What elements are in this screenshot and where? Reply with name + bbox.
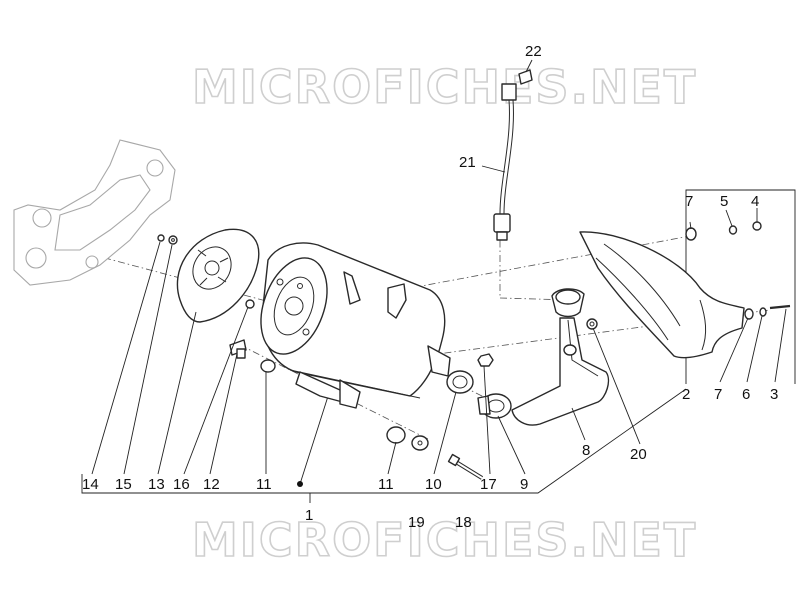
callout-15: 15 bbox=[115, 476, 132, 493]
rubber-ring-7-top bbox=[685, 227, 697, 241]
reference-dot bbox=[297, 481, 303, 487]
callout-16: 16 bbox=[173, 476, 190, 493]
callout-19: 19 bbox=[408, 514, 425, 531]
fastener-14-nut bbox=[157, 234, 165, 242]
nut-20 bbox=[586, 318, 598, 330]
fastener-16-nut bbox=[245, 299, 255, 309]
grommet-11-left bbox=[260, 359, 276, 373]
callout-2: 2 bbox=[682, 386, 690, 403]
screw-4 bbox=[752, 221, 762, 231]
callout-6: 6 bbox=[742, 386, 750, 403]
callout-14: 14 bbox=[82, 476, 99, 493]
nut-17 bbox=[477, 353, 494, 367]
oxygen-sensor-21 bbox=[493, 83, 517, 241]
callout-1: 1 bbox=[305, 507, 313, 524]
exhaust-pipe-8 bbox=[511, 288, 610, 426]
fastener-12-bolt bbox=[229, 339, 247, 359]
clamp-9 bbox=[477, 393, 512, 419]
callout-10: 10 bbox=[425, 476, 442, 493]
callout-7-top: 7 bbox=[685, 193, 693, 210]
washer-19 bbox=[411, 435, 429, 451]
inlet-gasket-10 bbox=[446, 370, 474, 394]
callout-4: 4 bbox=[751, 193, 759, 210]
callout-18: 18 bbox=[455, 514, 472, 531]
fastener-15-washer bbox=[168, 235, 178, 245]
callout-8: 8 bbox=[582, 442, 590, 459]
screw-3 bbox=[769, 304, 791, 310]
leader-lines bbox=[91, 59, 787, 475]
callout-labels: 1 2 3 4 5 6 7 7 8 9 10 11 11 12 13 14 15… bbox=[82, 43, 778, 531]
washer-5 bbox=[728, 225, 738, 235]
callout-20: 20 bbox=[630, 446, 647, 463]
callout-21: 21 bbox=[459, 154, 476, 171]
bolt-18 bbox=[447, 453, 484, 480]
callout-11-right: 11 bbox=[378, 476, 394, 493]
callout-3: 3 bbox=[770, 386, 778, 403]
muffler-body bbox=[260, 242, 451, 409]
callout-13: 13 bbox=[148, 476, 165, 493]
callout-9: 9 bbox=[520, 476, 528, 493]
callout-22: 22 bbox=[525, 43, 542, 60]
callout-11-left: 11 bbox=[256, 476, 272, 493]
watermark-top: MICROFICHES.NET bbox=[192, 60, 697, 114]
frame-swingarm bbox=[13, 139, 176, 286]
heat-guard-cover-2 bbox=[579, 231, 745, 359]
callout-7-bottom: 7 bbox=[714, 386, 722, 403]
callout-5: 5 bbox=[720, 193, 728, 210]
washer-6 bbox=[759, 307, 767, 317]
rubber-ring-7-right bbox=[744, 308, 754, 320]
grommet-11-lower bbox=[386, 426, 406, 444]
callout-17: 17 bbox=[480, 476, 497, 493]
heat-shield-disc bbox=[176, 228, 260, 323]
callout-12: 12 bbox=[203, 476, 220, 493]
group-bracket-main bbox=[81, 388, 687, 503]
watermark-bottom: MICROFICHES.NET bbox=[192, 513, 697, 567]
